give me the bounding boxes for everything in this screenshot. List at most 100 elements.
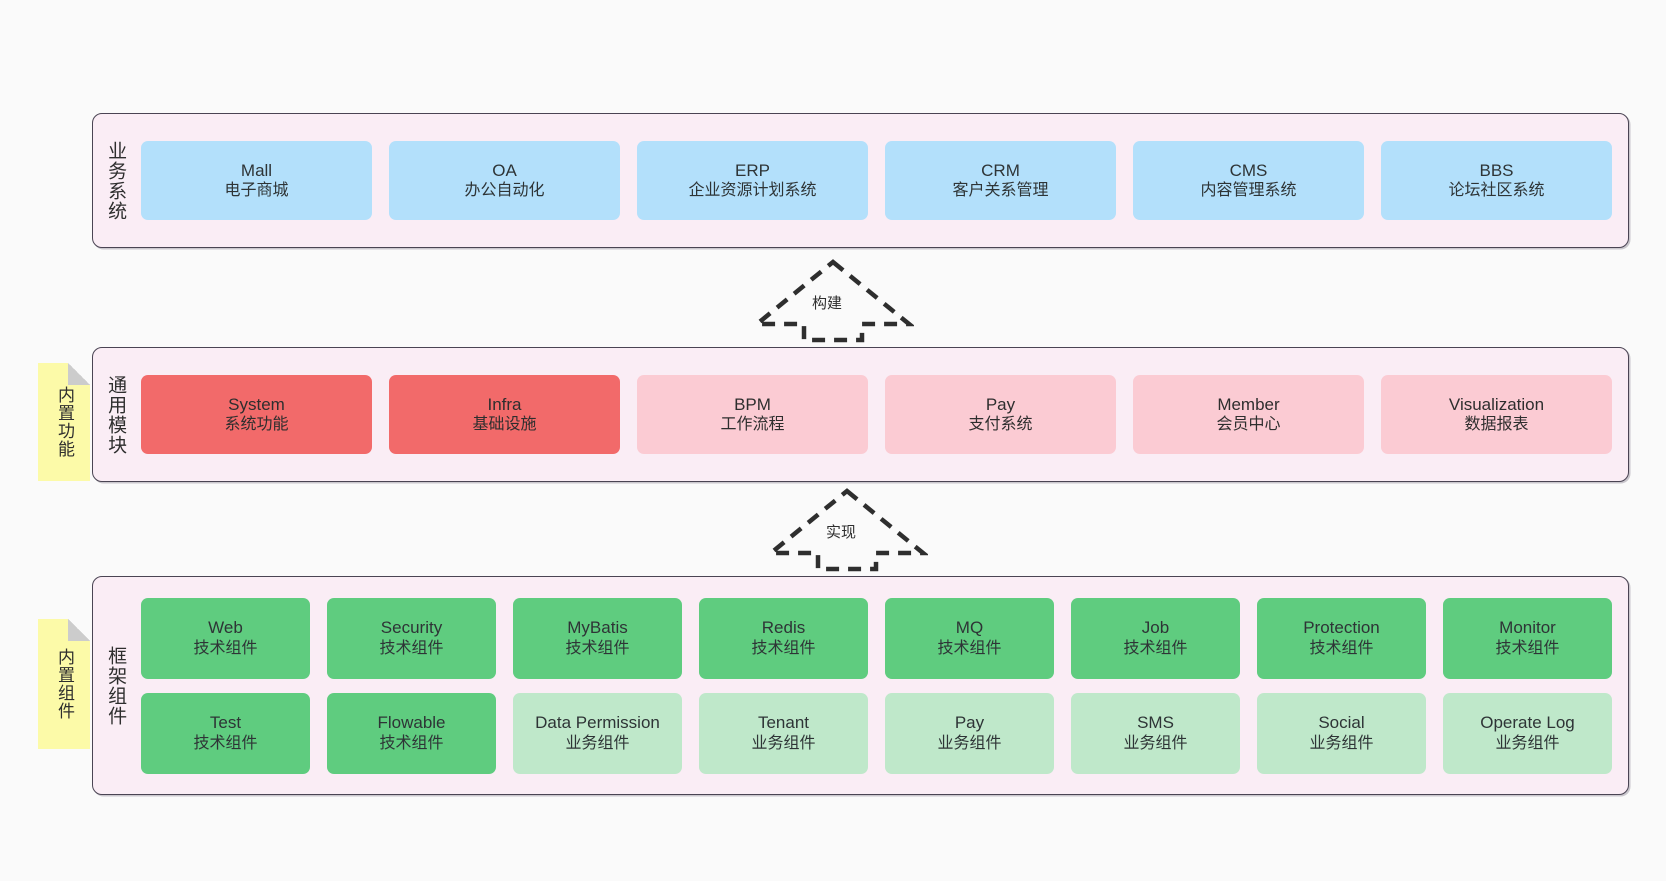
card-test[interactable]: Test 技术组件 (141, 692, 310, 774)
card-title-cn: 技术组件 (1123, 639, 1188, 657)
card-mq[interactable]: MQ 技术组件 (885, 597, 1054, 679)
layer-common-modules: 通用模块 System 系统功能 Infra 基础设施 BPM 工作流程 Pay… (92, 347, 1629, 482)
layer-business-systems: 业务系统 Mall 电子商城 OA 办公自动化 ERP 企业资源计划系统 CRM… (92, 113, 1629, 248)
card-title-en: OA (492, 160, 517, 180)
card-title-en: BPM (734, 394, 771, 414)
sticky-note-text: 内置组件 (55, 648, 75, 720)
card-infra[interactable]: Infra 基础设施 (389, 375, 620, 454)
connector-realize-arrow (766, 488, 928, 572)
card-crm[interactable]: CRM 客户关系管理 (885, 141, 1116, 220)
card-protection[interactable]: Protection 技术组件 (1257, 597, 1426, 679)
card-row: Test 技术组件 Flowable 技术组件 Data Permission … (141, 692, 1612, 774)
card-title-cn: 数据报表 (1464, 416, 1529, 434)
card-title-en: Redis (761, 618, 806, 638)
card-title-cn: 论坛社区系统 (1448, 182, 1545, 200)
card-title-en: System (228, 394, 285, 414)
card-job[interactable]: Job 技术组件 (1071, 597, 1240, 679)
card-visualization[interactable]: Visualization 数据报表 (1381, 375, 1612, 454)
card-title-cn: 技术组件 (379, 734, 444, 752)
card-title-cn: 业务组件 (1495, 734, 1560, 752)
card-sms[interactable]: SMS 业务组件 (1071, 692, 1240, 774)
card-mybatis[interactable]: MyBatis 技术组件 (513, 597, 682, 679)
card-title-cn: 技术组件 (1495, 639, 1560, 657)
card-title-cn: 技术组件 (193, 639, 258, 657)
card-social[interactable]: Social 业务组件 (1257, 692, 1426, 774)
card-title-cn: 支付系统 (968, 416, 1033, 434)
card-bbs[interactable]: BBS 论坛社区系统 (1381, 141, 1612, 220)
cards-area-common-modules: System 系统功能 Infra 基础设施 BPM 工作流程 Pay 支付系统… (137, 348, 1628, 481)
card-title-cn: 电子商城 (224, 182, 289, 200)
connector-build-arrow (752, 259, 914, 343)
card-title-cn: 企业资源计划系统 (688, 182, 817, 200)
card-title-cn: 业务组件 (1123, 734, 1188, 752)
card-title-en: Monitor (1499, 618, 1556, 638)
card-title-en: CMS (1229, 160, 1268, 180)
card-mall[interactable]: Mall 电子商城 (141, 141, 372, 220)
card-title-en: Test (209, 713, 242, 733)
layer-framework-components: 框架组件 Web 技术组件 Security 技术组件 MyBatis 技术组件… (92, 576, 1629, 795)
card-pay-module[interactable]: Pay 支付系统 (885, 375, 1116, 454)
card-bpm[interactable]: BPM 工作流程 (637, 375, 868, 454)
layer-title-common-modules: 通用模块 (105, 374, 127, 455)
cards-area-framework-components: Web 技术组件 Security 技术组件 MyBatis 技术组件 Redi… (137, 577, 1628, 794)
cards-area-business-systems: Mall 电子商城 OA 办公自动化 ERP 企业资源计划系统 CRM 客户关系… (137, 114, 1628, 247)
card-title-en: Data Permission (535, 713, 660, 733)
card-title-cn: 基础设施 (472, 416, 537, 434)
card-operate-log[interactable]: Operate Log 业务组件 (1443, 692, 1612, 774)
card-member[interactable]: Member 会员中心 (1133, 375, 1364, 454)
card-title-cn: 技术组件 (937, 639, 1002, 657)
sticky-note-builtin-components: 内置组件 (38, 619, 90, 749)
card-data-permission[interactable]: Data Permission 业务组件 (513, 692, 682, 774)
card-title-en: Mall (240, 160, 273, 180)
card-title-cn: 工作流程 (720, 416, 785, 434)
card-title-en: Operate Log (1480, 713, 1575, 733)
card-pay-component[interactable]: Pay 业务组件 (885, 692, 1054, 774)
card-title-en: Visualization (1448, 394, 1545, 414)
card-monitor[interactable]: Monitor 技术组件 (1443, 597, 1612, 679)
card-system[interactable]: System 系统功能 (141, 375, 372, 454)
card-title-cn: 技术组件 (565, 639, 630, 657)
card-title-en: Protection (1303, 618, 1380, 638)
card-title-en: ERP (735, 160, 770, 180)
sticky-note-builtin-features: 内置功能 (38, 363, 90, 481)
card-title-en: BBS (1479, 160, 1514, 180)
card-title-cn: 办公自动化 (464, 182, 545, 200)
card-erp[interactable]: ERP 企业资源计划系统 (637, 141, 868, 220)
dashed-hollow-arrow-icon (766, 488, 928, 572)
card-web[interactable]: Web 技术组件 (141, 597, 310, 679)
connector-label-realize: 实现 (826, 524, 857, 541)
card-title-cn: 系统功能 (224, 416, 289, 434)
dashed-hollow-arrow-icon (752, 259, 914, 343)
card-title-en: Infra (487, 394, 522, 414)
card-title-en: Pay (985, 394, 1016, 414)
layer-title-business-systems: 业务系统 (105, 140, 127, 221)
card-title-cn: 业务组件 (1309, 734, 1374, 752)
card-title-cn: 业务组件 (937, 734, 1002, 752)
card-title-en: Flowable (377, 713, 446, 733)
card-title-cn: 技术组件 (1309, 639, 1374, 657)
card-title-en: Pay (954, 713, 985, 733)
card-tenant[interactable]: Tenant 业务组件 (699, 692, 868, 774)
card-title-cn: 内容管理系统 (1200, 182, 1297, 200)
card-title-en: Security (380, 618, 443, 638)
card-title-cn: 会员中心 (1216, 416, 1281, 434)
card-title-en: Job (1141, 618, 1170, 638)
connector-label-build: 构建 (812, 295, 843, 312)
card-title-cn: 业务组件 (565, 734, 630, 752)
card-title-en: SMS (1137, 713, 1174, 733)
card-title-cn: 业务组件 (751, 734, 816, 752)
card-oa[interactable]: OA 办公自动化 (389, 141, 620, 220)
card-title-en: CRM (981, 160, 1020, 180)
card-title-cn: 客户关系管理 (952, 182, 1049, 200)
card-title-cn: 技术组件 (193, 734, 258, 752)
card-title-en: Social (1318, 713, 1365, 733)
card-flowable[interactable]: Flowable 技术组件 (327, 692, 496, 774)
card-title-en: MyBatis (567, 618, 628, 638)
card-redis[interactable]: Redis 技术组件 (699, 597, 868, 679)
card-title-en: Web (208, 618, 243, 638)
card-security[interactable]: Security 技术组件 (327, 597, 496, 679)
card-row: Web 技术组件 Security 技术组件 MyBatis 技术组件 Redi… (141, 597, 1612, 679)
card-cms[interactable]: CMS 内容管理系统 (1133, 141, 1364, 220)
card-row: System 系统功能 Infra 基础设施 BPM 工作流程 Pay 支付系统… (141, 375, 1612, 454)
card-title-en: Member (1217, 394, 1280, 414)
